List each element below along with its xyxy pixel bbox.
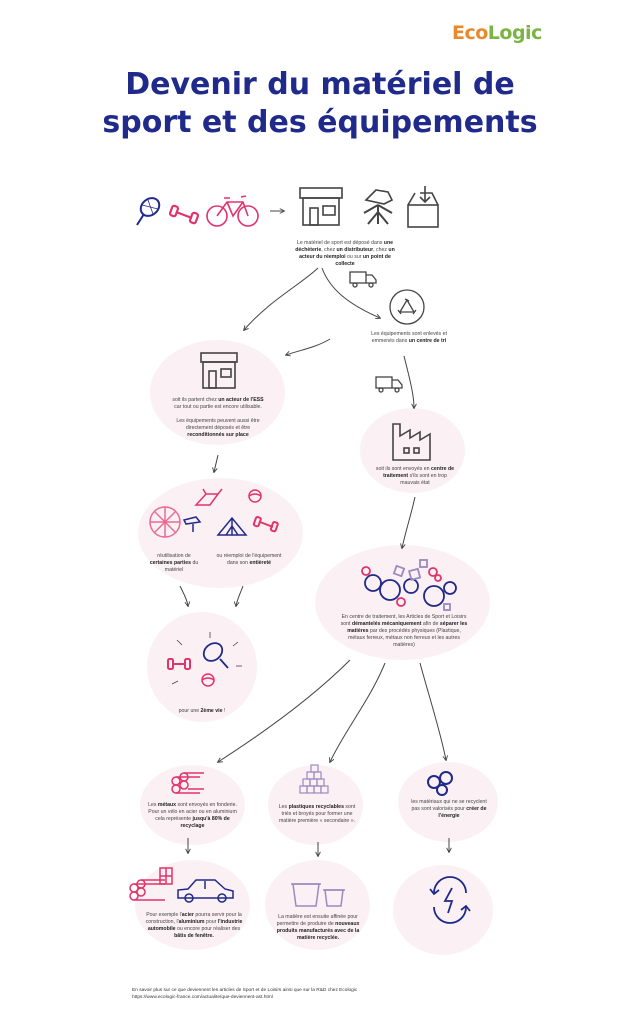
- factory-icon: [392, 423, 431, 461]
- second-life-dumbbell-icon: [167, 658, 191, 670]
- bin-drop-icon: [407, 186, 439, 228]
- energy-bolt-icon: [429, 876, 471, 924]
- text-energy: les matériaux qui ne se recyclent pas so…: [411, 799, 487, 819]
- arrow-sort-to-ess: [286, 338, 331, 355]
- pipes-window-car-icon: [129, 867, 234, 903]
- ess-shop-icon: [200, 352, 238, 389]
- bicycle-icon: [206, 195, 259, 227]
- wheel-icon: [149, 506, 181, 538]
- text-ess: soit ils partent chez un acteur de l'ESS…: [172, 397, 264, 438]
- plastic-cubes-icon: [299, 764, 329, 794]
- text-plastic-products: La matière est ensuite affinée pour perm…: [276, 914, 360, 941]
- plastic-bins-icon: [291, 883, 345, 907]
- footer-link[interactable]: https://www.ecologic-france.com/actualit…: [132, 994, 273, 1000]
- blob-treatment: [360, 408, 465, 493]
- arrow-whole-to-life: [236, 585, 244, 606]
- saddle-icon: [182, 516, 202, 532]
- blob-ess: [150, 340, 285, 445]
- text-second-life: pour une 2ème vie !: [178, 708, 226, 714]
- truck-icon: [349, 271, 377, 288]
- second-life-racket-icon: [202, 642, 229, 669]
- arrow-parts-to-life: [179, 585, 188, 606]
- arrow-to-energy: [419, 662, 446, 760]
- arrow-ess-to-reuse: [214, 454, 219, 472]
- truck-icon-2: [375, 376, 403, 393]
- arrow-to-metals: [218, 659, 351, 762]
- metal-pipes-icon: [171, 772, 204, 794]
- sparkle-lines: [171, 632, 242, 685]
- tennis-racket-icon: [136, 197, 161, 226]
- text-sorting: Les équipements sont enlevés et emmenés …: [371, 331, 447, 344]
- bike-frame-icon: [194, 488, 223, 506]
- ball-icon: [248, 489, 262, 503]
- arrow-to-sorting: [321, 267, 380, 318]
- title-line-1: Devenir du matériel de: [125, 67, 515, 102]
- text-metals: Les métaux sont envoyés en fonderie. Pou…: [148, 802, 237, 829]
- logo-logic: Logic: [487, 22, 543, 44]
- second-life-ball-icon: [201, 673, 215, 687]
- tent-icon: [216, 516, 248, 536]
- small-dumbbell-icon: [252, 515, 279, 533]
- blob-energy: [398, 762, 498, 842]
- text-steel: Pour exemple l'acier pourra servir pour …: [145, 912, 243, 939]
- text-treatment: soit ils sont envoyés en centre de trait…: [375, 466, 455, 486]
- blob-steel: [135, 860, 250, 950]
- blob-energy-icon: [393, 865, 493, 955]
- blob-dismantle: [315, 545, 490, 660]
- blob-second-life: [147, 612, 257, 722]
- ecologic-logo: EcoLogic: [452, 22, 542, 44]
- metal-parts-icon: [361, 559, 457, 611]
- shop-icon: [299, 187, 343, 226]
- text-reuse-whole: ou réemploi de l'équipement dans son ent…: [216, 553, 282, 566]
- blob-plastics: [268, 765, 363, 845]
- dumbbell-icon: [168, 204, 200, 225]
- blob-metals: [140, 765, 245, 845]
- logo-eco: Eco: [452, 22, 488, 44]
- page-title: Devenir du matériel de sport et des équi…: [0, 66, 640, 142]
- text-deposit: Le matériel de sport est déposé dans une…: [295, 240, 395, 267]
- blob-plastic-products: [265, 860, 370, 950]
- footer-note: En savoir plus sur ce que deviennent les…: [132, 988, 357, 1001]
- text-dismantle: En centre de traitement, les Articles de…: [340, 614, 468, 648]
- rings-icon: [427, 771, 453, 796]
- arrow-to-ess-path: [244, 267, 319, 330]
- arrow-sort-to-treatment: [403, 355, 414, 408]
- title-line-2: sport et des équipements: [102, 105, 538, 140]
- arrow-treatment-to-dismantle: [402, 496, 416, 548]
- recycle-icon: [389, 289, 425, 325]
- footer-line-1: En savoir plus sur ce que deviennent les…: [132, 988, 358, 993]
- text-plastics: Les plastiques recyclables sont triés et…: [278, 804, 356, 824]
- arrow-to-plastics: [330, 662, 386, 762]
- hand-sorting-icon: [363, 189, 394, 225]
- text-reuse-parts: réutilisation de certaines parties du ma…: [149, 553, 199, 573]
